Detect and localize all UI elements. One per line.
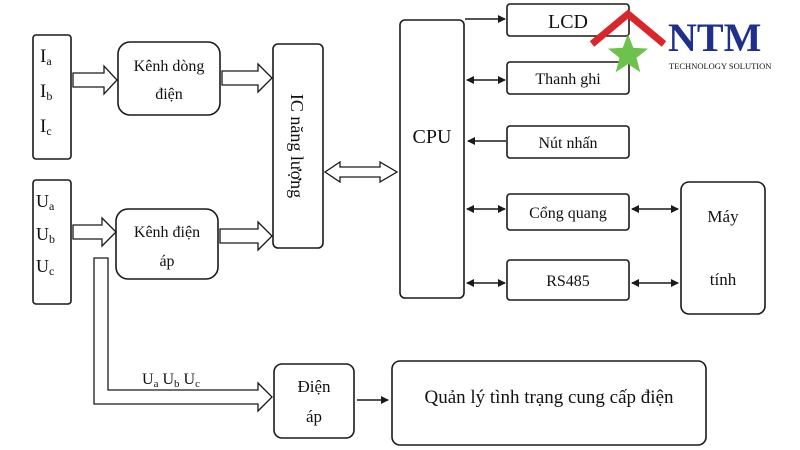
svg-text:Ia: Ia bbox=[40, 46, 52, 68]
svg-text:Uc: Uc bbox=[36, 256, 54, 278]
svg-text:điện: điện bbox=[155, 86, 183, 103]
voltage-box: Điện áp bbox=[273, 363, 355, 439]
svg-text:áp: áp bbox=[306, 407, 322, 426]
management-box: Quản lý tình trạng cung cấp điện bbox=[391, 360, 707, 446]
svg-text:Ub: Ub bbox=[36, 224, 55, 246]
voltage-channel-box: Kênh điện áp bbox=[115, 208, 219, 280]
voltage-inputs-box: Ua Ub Uc bbox=[32, 179, 72, 305]
computer-box: Máy tính bbox=[680, 181, 766, 315]
button-box: Nút nhấn bbox=[506, 125, 630, 159]
svg-text:áp: áp bbox=[159, 253, 174, 270]
current-channel-to-ic-arrow bbox=[221, 62, 273, 94]
svg-text:Thanh ghi: Thanh ghi bbox=[535, 71, 601, 88]
roof-icon bbox=[589, 9, 667, 47]
svg-text:Kênh dòng: Kênh dòng bbox=[134, 58, 205, 75]
svg-text:Kênh điện: Kênh điện bbox=[134, 224, 200, 241]
optical-port-box: Cổng quang bbox=[506, 193, 630, 231]
voltage-to-channel-arrow bbox=[72, 216, 117, 248]
current-to-channel-arrow bbox=[72, 64, 118, 96]
voltage-tap-conduit bbox=[93, 257, 273, 413]
register-box: Thanh ghi bbox=[506, 61, 630, 95]
rs485-box: RS485 bbox=[506, 259, 630, 301]
svg-text:tính: tính bbox=[710, 270, 737, 289]
current-channel-box: Kênh dòng điện bbox=[117, 41, 221, 116]
svg-text:NTM: NTM bbox=[668, 15, 761, 60]
cpu-box: CPU bbox=[399, 19, 465, 299]
energy-ic-box: IC năng lượng bbox=[272, 43, 324, 249]
svg-text:LCD: LCD bbox=[548, 11, 588, 33]
svg-text:Ic: Ic bbox=[40, 116, 52, 138]
svg-text:IC năng lượng: IC năng lượng bbox=[287, 94, 307, 198]
svg-text:Ib: Ib bbox=[40, 81, 52, 103]
tap-label: Ua Ub Uc bbox=[142, 371, 200, 390]
lcd-box: LCD bbox=[506, 3, 630, 37]
svg-text:RS485: RS485 bbox=[546, 273, 590, 290]
svg-text:CPU: CPU bbox=[413, 126, 452, 148]
svg-text:Máy: Máy bbox=[707, 207, 739, 226]
ic-cpu-double-arrow bbox=[323, 160, 399, 184]
ntm-logo: NTM TECHNOLOGY SOLUTION bbox=[589, 9, 771, 73]
star-icon bbox=[608, 34, 648, 73]
svg-text:TECHNOLOGY SOLUTION: TECHNOLOGY SOLUTION bbox=[669, 61, 771, 71]
svg-text:Quản lý tình trạng cung cấp đi: Quản lý tình trạng cung cấp điện bbox=[424, 387, 674, 408]
svg-text:Cổng quang: Cổng quang bbox=[529, 205, 607, 222]
svg-text:Nút nhấn: Nút nhấn bbox=[538, 135, 597, 152]
svg-text:Điện: Điện bbox=[297, 377, 331, 396]
svg-text:Ua: Ua bbox=[36, 191, 55, 213]
voltage-channel-to-ic-arrow bbox=[219, 220, 273, 252]
current-inputs-box: Ia Ib Ic bbox=[32, 34, 72, 160]
